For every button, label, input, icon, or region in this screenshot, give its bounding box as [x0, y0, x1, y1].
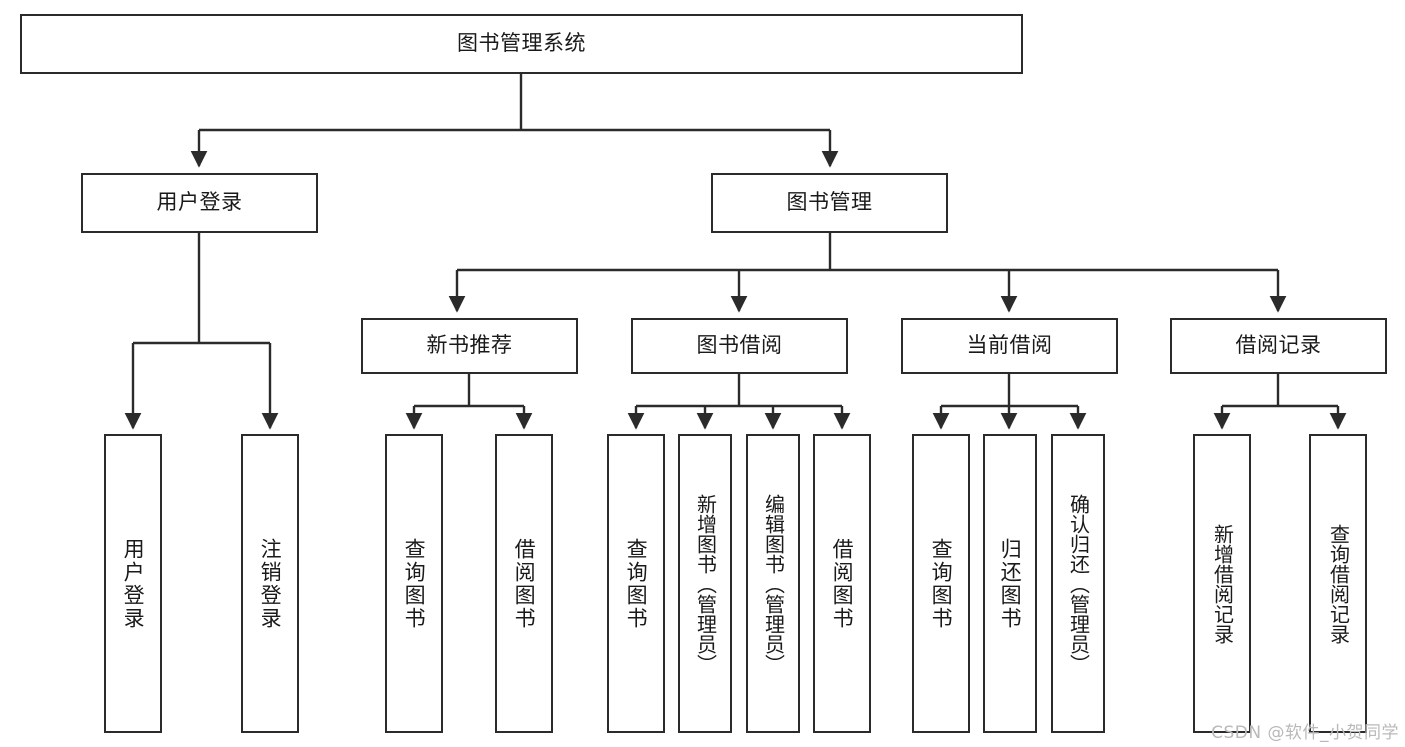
- node-label: 归还图书: [998, 537, 1023, 630]
- node-book-management[interactable]: 图书管理: [711, 173, 948, 233]
- node-label: 查询图书: [929, 537, 954, 630]
- leaf-borrow-record-query[interactable]: 查询借阅记录: [1309, 434, 1367, 733]
- node-label: 新增借阅记录: [1210, 523, 1235, 644]
- node-label: 借阅图书: [830, 537, 855, 630]
- csdn-watermark: CSDN @软件_小贺同学: [1211, 723, 1399, 743]
- leaf-current-borrow-confirm-return[interactable]: 确认归还（管理员）: [1051, 434, 1105, 733]
- node-label: 查询图书: [624, 537, 649, 630]
- node-label: 新增图书（管理员）: [693, 493, 718, 674]
- node-label: 图书管理: [786, 190, 873, 215]
- leaf-user-login-login[interactable]: 用户登录: [104, 434, 162, 733]
- leaf-book-borrow-query[interactable]: 查询图书: [607, 434, 665, 733]
- node-label: 确认归还（管理员）: [1066, 493, 1091, 674]
- node-label: 新书推荐: [426, 333, 513, 358]
- node-new-book-recommend[interactable]: 新书推荐: [361, 318, 578, 374]
- leaf-book-borrow-add[interactable]: 新增图书（管理员）: [678, 434, 732, 733]
- node-root-book-management-system[interactable]: 图书管理系统: [20, 14, 1023, 74]
- node-label: 编辑图书（管理员）: [761, 493, 786, 674]
- node-label: 注销登录: [258, 537, 283, 630]
- node-label: 用户登录: [121, 537, 146, 630]
- node-label: 借阅图书: [512, 537, 537, 630]
- node-user-login[interactable]: 用户登录: [81, 173, 318, 233]
- node-borrow-record[interactable]: 借阅记录: [1170, 318, 1387, 374]
- node-label: 当前借阅: [966, 333, 1053, 358]
- node-label: 查询图书: [402, 537, 427, 630]
- leaf-user-login-logout[interactable]: 注销登录: [241, 434, 299, 733]
- leaf-new-book-query[interactable]: 查询图书: [385, 434, 443, 733]
- leaf-book-borrow-edit[interactable]: 编辑图书（管理员）: [746, 434, 800, 733]
- leaf-book-borrow-borrow[interactable]: 借阅图书: [813, 434, 871, 733]
- leaf-current-borrow-return[interactable]: 归还图书: [983, 434, 1037, 733]
- node-current-borrow[interactable]: 当前借阅: [901, 318, 1118, 374]
- node-label: 借阅记录: [1235, 333, 1322, 358]
- leaf-current-borrow-query[interactable]: 查询图书: [912, 434, 970, 733]
- node-label: 图书借阅: [696, 333, 783, 358]
- node-book-borrow[interactable]: 图书借阅: [631, 318, 848, 374]
- leaf-borrow-record-add[interactable]: 新增借阅记录: [1193, 434, 1251, 733]
- node-label: 用户登录: [156, 190, 243, 215]
- leaf-new-book-borrow[interactable]: 借阅图书: [495, 434, 553, 733]
- node-label: 图书管理系统: [457, 31, 586, 56]
- node-label: 查询借阅记录: [1326, 523, 1351, 644]
